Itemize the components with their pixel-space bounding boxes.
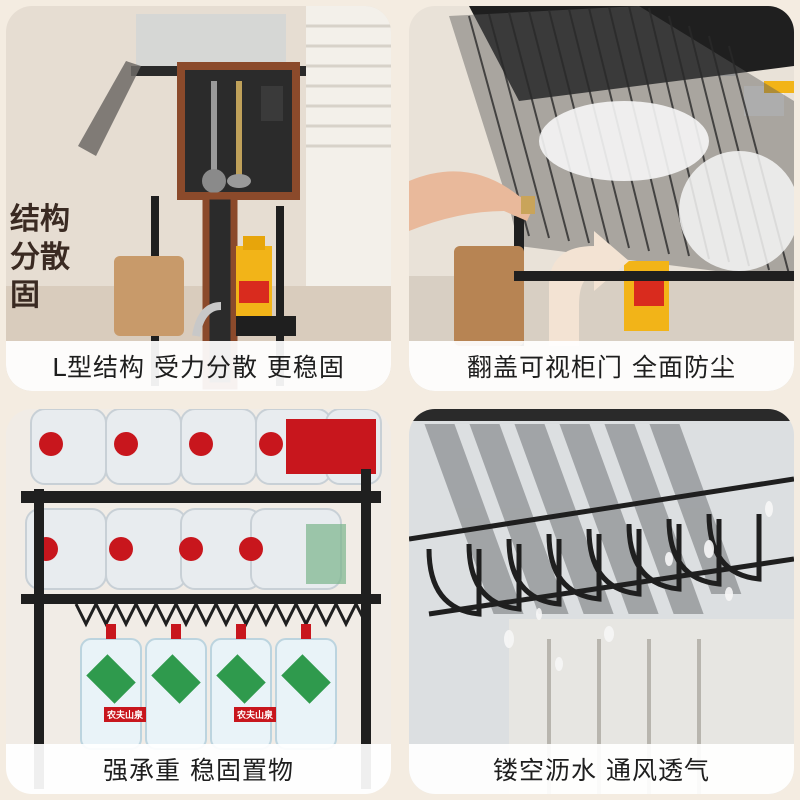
panel-l-structure: 结构 分散 固 L型结构 受力分散 更稳固 [6,6,391,391]
caption-l-structure: L型结构 受力分散 更稳固 [6,341,391,391]
overlay-text: 结构 分散 固 [10,201,70,315]
rack-structure-scene [6,6,391,391]
bottle-label: 农夫山泉 [234,707,277,722]
overlay-line-3: 固 [10,278,40,313]
overlay-line-2: 分散 [10,240,70,275]
caption-heavy-load: 强承重 稳固置物 [6,744,391,794]
drain-rack-scene [409,409,794,794]
bottle-label: 农夫山泉 [104,707,147,722]
panel-drainage: 镂空沥水 通风透气 [409,409,794,794]
caption-drainage: 镂空沥水 通风透气 [409,744,794,794]
panel-heavy-load: 农夫山泉 农夫山泉 强承重 稳固置物 [6,409,391,794]
cabinet-door-scene [409,6,794,391]
panel-flip-door: 翻盖可视柜门 全面防尘 [409,6,794,391]
caption-flip-door: 翻盖可视柜门 全面防尘 [409,341,794,391]
overlay-line-1: 结构 [10,202,70,237]
water-bottle-rack-scene [6,409,391,794]
